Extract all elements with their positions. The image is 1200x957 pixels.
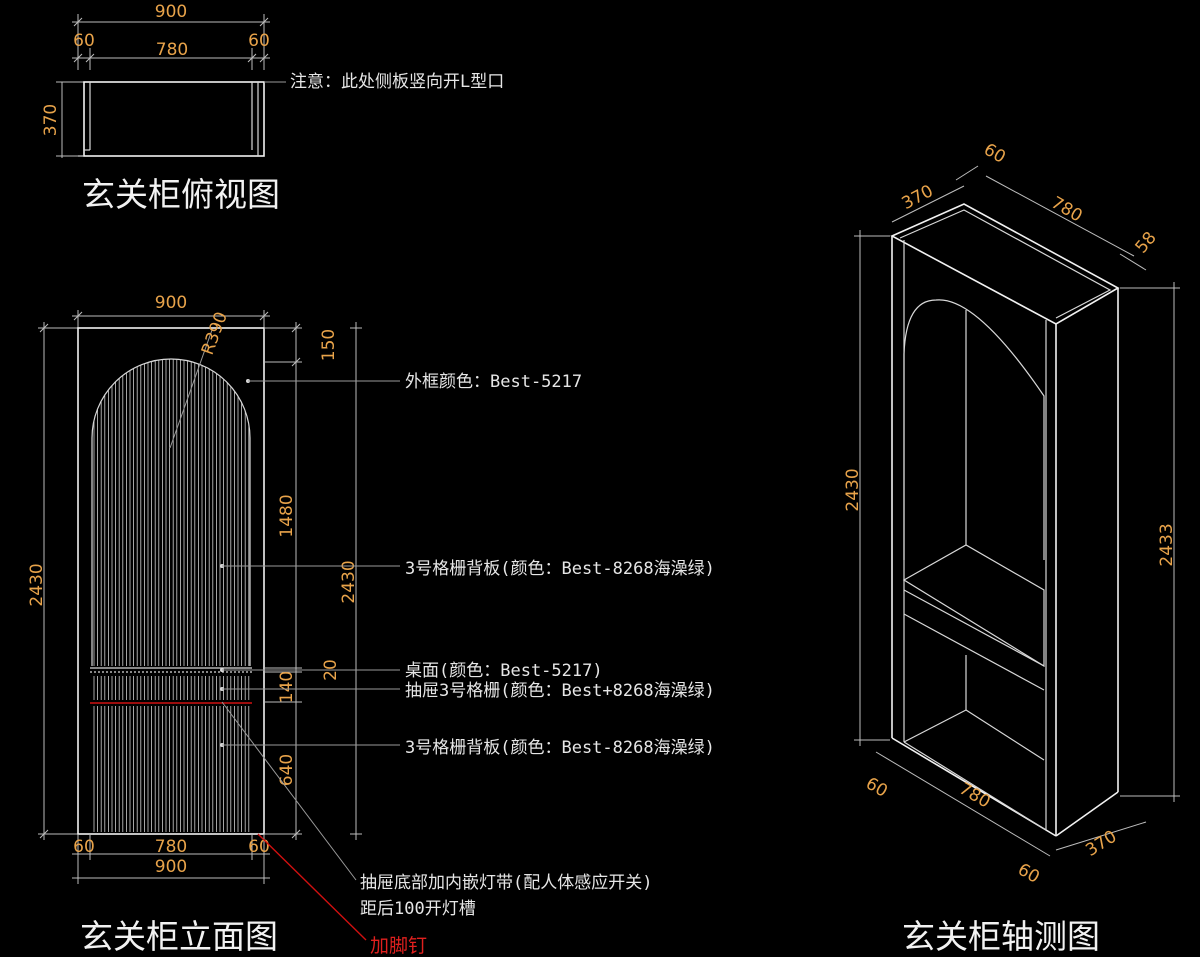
elev-dim-900-top: 900 (155, 293, 187, 313)
drawer-grille-slats (93, 676, 250, 700)
axo-dim-2430: 2430 (843, 468, 863, 511)
axo-dim-780-bottom: 780 (955, 779, 993, 813)
upper-grille-slats (93, 359, 250, 666)
elev-dim-150: 150 (319, 329, 339, 361)
top-view-note: 注意：此处侧板竖向开L型口 (290, 72, 504, 92)
top-view: 900 60 780 60 370 注意：此处侧板竖向开L型口 玄关柜俯视图 (41, 2, 504, 214)
axonometric-view: 60 370 780 58 2430 2433 60 780 60 370 玄关… (843, 140, 1180, 956)
top-dim-370: 370 (41, 104, 61, 136)
top-view-title: 玄关柜俯视图 (82, 175, 280, 214)
elev-dim-640: 640 (277, 754, 297, 786)
elev-dim-2430-left: 2430 (27, 563, 47, 606)
axo-dim-58: 58 (1132, 228, 1161, 257)
top-dim-60-left: 60 (73, 31, 95, 51)
lower-grille-slats (93, 706, 250, 832)
elev-dim-1480: 1480 (277, 494, 297, 537)
elev-dim-780-bottom: 780 (155, 837, 187, 857)
label-light-strip: 抽屉底部加内嵌灯带(配人体感应开关) (360, 873, 652, 893)
label-back-upper: 3号格栅背板(颜色：Best-8268海澡绿) (405, 559, 715, 579)
top-dim-780: 780 (156, 40, 188, 60)
axo-top-face (890, 203, 1120, 325)
label-frame-color: 外框颜色：Best-5217 (405, 372, 582, 392)
axo-dim-780-top: 780 (1047, 193, 1085, 227)
label-feet: 加脚钉 (370, 935, 427, 957)
arch-back-panel (91, 358, 251, 666)
axo-dim-60-bl: 60 (862, 774, 891, 802)
elev-dim-140: 140 (277, 671, 297, 703)
top-dim-60-right: 60 (248, 31, 270, 51)
elevation-frame (77, 327, 265, 835)
elevation-title: 玄关柜立面图 (80, 917, 278, 956)
label-drawer: 抽屉3号格栅(颜色：Best+8268海澡绿) (405, 681, 715, 701)
top-dim-900: 900 (155, 2, 187, 22)
top-view-outline (83, 81, 265, 157)
axo-arch (903, 299, 1045, 560)
elev-dim-60-bl: 60 (73, 837, 95, 857)
axo-dim-2433: 2433 (1157, 523, 1177, 566)
axo-title: 玄关柜轴测图 (902, 917, 1100, 956)
elev-dim-60-br: 60 (248, 837, 270, 857)
elev-dim-2430-right: 2430 (339, 560, 359, 603)
label-back-lower: 3号格栅背板(颜色：Best-8268海澡绿) (405, 738, 715, 758)
elev-dim-r390: R390 (198, 309, 232, 357)
label-desk: 桌面(颜色：Best-5217) (405, 661, 603, 681)
axo-dim-60-br: 60 (1014, 860, 1043, 888)
label-light-groove: 距后100开灯槽 (360, 899, 476, 919)
axo-dim-60-top: 60 (980, 140, 1009, 168)
elev-dim-900-bottom: 900 (155, 857, 187, 877)
elevation-view: 900 2430 R390 150 (27, 293, 715, 957)
